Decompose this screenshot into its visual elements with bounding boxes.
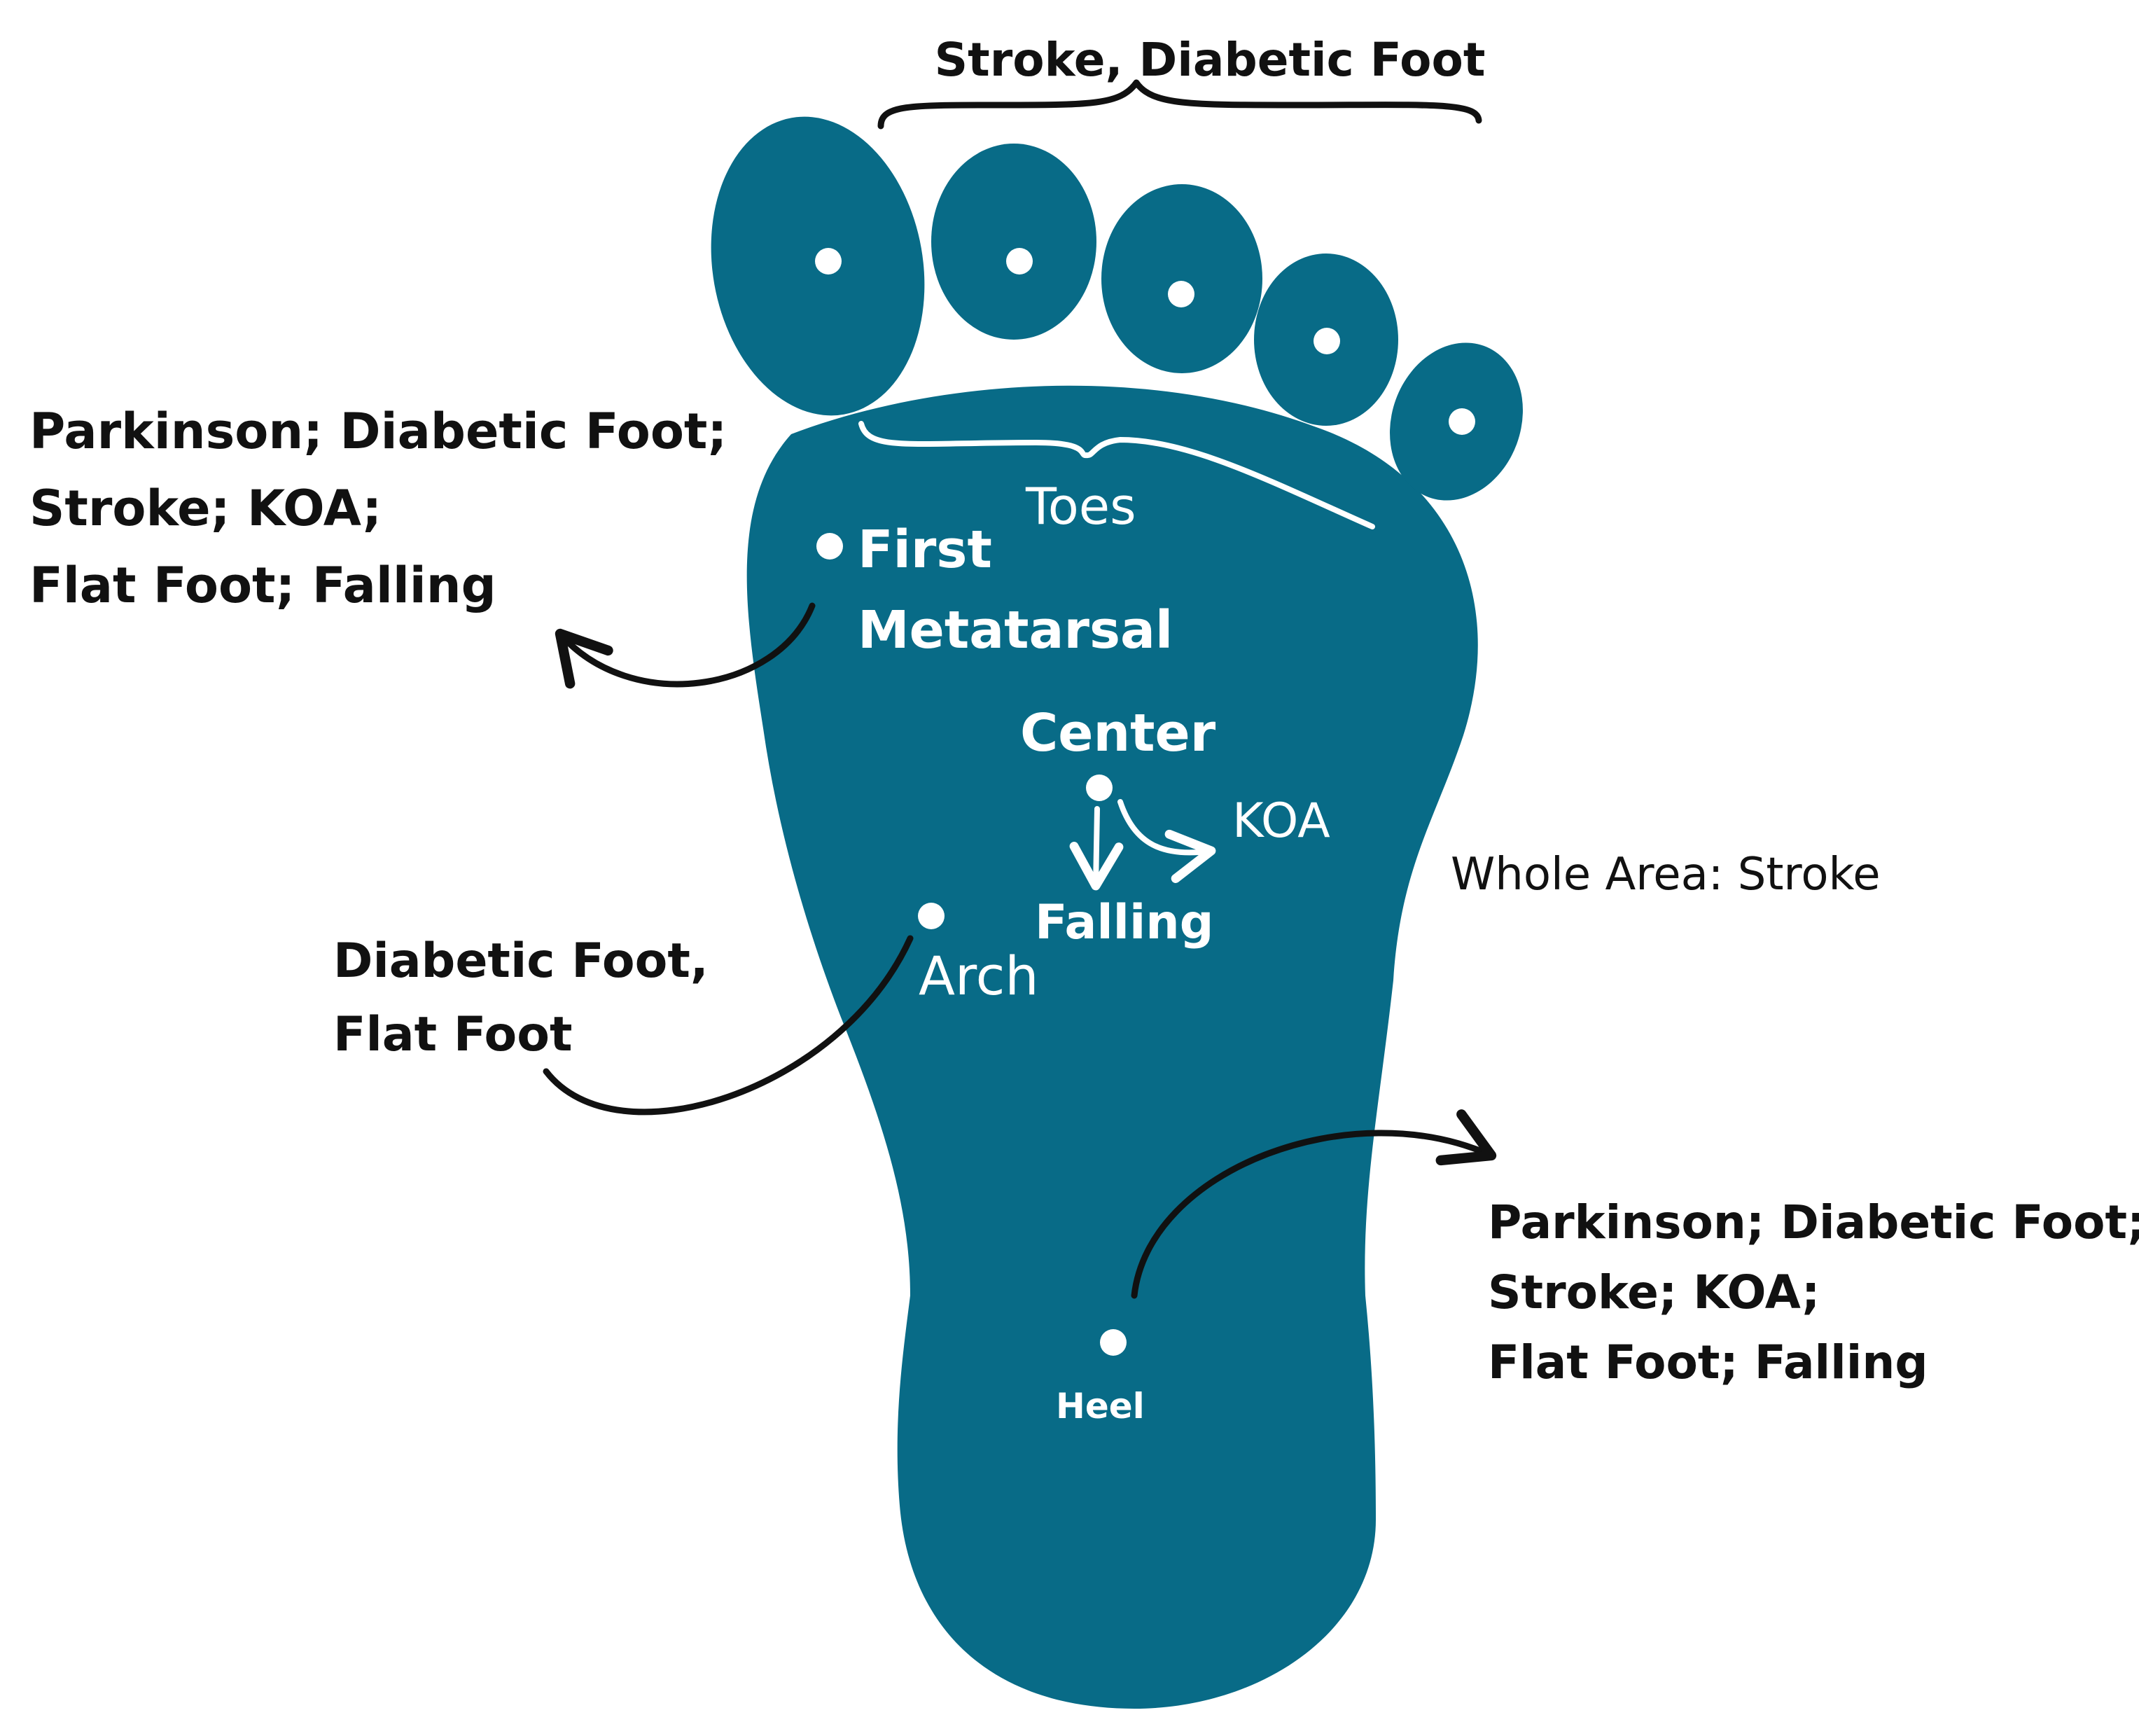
center-to-falling-arrow bbox=[1069, 806, 1124, 891]
falling-region-label: Falling bbox=[1035, 895, 1213, 950]
heel-region-label: Heel bbox=[1056, 1386, 1145, 1426]
arch-dot bbox=[918, 903, 945, 929]
heel-callout-arrow bbox=[1131, 1109, 1497, 1299]
arch-callout-line-1: Diabetic Foot, bbox=[333, 933, 709, 989]
first-metatarsal-callout-line-2: Stroke; KOA; bbox=[29, 480, 382, 537]
first-metatarsal-region-line-1: First bbox=[858, 520, 992, 580]
heel-dot bbox=[1100, 1329, 1127, 1356]
toe-4-dot bbox=[1314, 328, 1340, 354]
toe-3-dot bbox=[1168, 281, 1194, 307]
center-to-koa-arrow bbox=[1117, 799, 1216, 883]
toe-5-dot bbox=[1449, 408, 1475, 435]
top-brace bbox=[877, 79, 1482, 130]
first-metatarsal-region-line-2: Metatarsal bbox=[858, 600, 1173, 660]
toes-bracket bbox=[858, 421, 1375, 529]
toe-1-dot bbox=[815, 248, 842, 275]
heel-callout-line-3: Flat Foot; Falling bbox=[1488, 1335, 1928, 1389]
toe-3-shape bbox=[1101, 184, 1262, 373]
toes-callout-label: Stroke, Diabetic Foot bbox=[935, 33, 1486, 87]
heel-callout-line-1: Parkinson; Diabetic Foot; bbox=[1488, 1195, 2139, 1249]
foot-sole-shape bbox=[746, 385, 1478, 1709]
koa-region-label: KOA bbox=[1232, 793, 1330, 849]
center-dot bbox=[1086, 775, 1113, 801]
center-region-label: Center bbox=[1020, 703, 1216, 763]
arch-callout-arrow bbox=[543, 935, 914, 1116]
first-metatarsal-callout-arrow bbox=[555, 602, 816, 689]
heel-callout-line-2: Stroke; KOA; bbox=[1488, 1265, 1820, 1319]
toes-region-label: Toes bbox=[1025, 477, 1136, 536]
first-metatarsal-callout-line-3: Flat Foot; Falling bbox=[29, 557, 496, 614]
toe-2-shape bbox=[931, 144, 1096, 340]
first-metatarsal-dot bbox=[816, 533, 843, 560]
first-metatarsal-callout-line-1: Parkinson; Diabetic Foot; bbox=[29, 403, 727, 460]
arch-callout-line-2: Flat Foot bbox=[333, 1007, 572, 1062]
toe-2-dot bbox=[1006, 248, 1033, 275]
arch-region-label: Arch bbox=[919, 945, 1039, 1007]
whole-area-label: Whole Area: Stroke bbox=[1451, 849, 1881, 901]
